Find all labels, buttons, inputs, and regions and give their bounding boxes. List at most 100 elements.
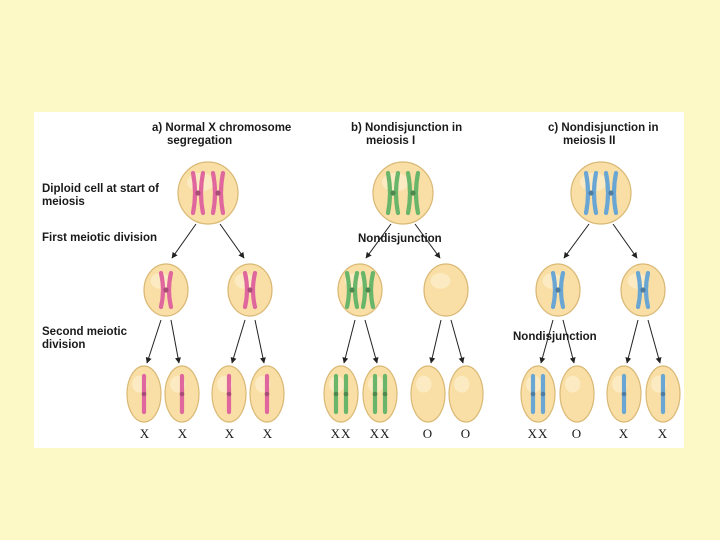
division-arrow xyxy=(414,223,441,259)
diploid-label-line1: Diploid cell at start of xyxy=(42,183,159,195)
panel-b-genotype-2: XX xyxy=(369,426,391,441)
panel-b-nondisjunction-label: Nondisjunction xyxy=(358,233,442,245)
division-arrow xyxy=(365,223,392,259)
chromatid xyxy=(540,373,546,415)
cell-membrane xyxy=(410,365,446,423)
panel-c-genotype-1: XX xyxy=(527,426,549,441)
cell-membrane xyxy=(362,365,398,423)
division-arrow xyxy=(342,319,356,364)
division-arrow xyxy=(450,319,465,364)
chromatid xyxy=(530,373,536,415)
panel-c-genotype-3: X xyxy=(618,426,630,441)
panel-c-gamete-2 xyxy=(559,365,595,423)
panel-c-gamete-3 xyxy=(606,365,642,423)
panel-c-meiosis1-cell-1 xyxy=(535,263,581,317)
panel-c-title-line2: meiosis II xyxy=(563,135,616,147)
division-arrow xyxy=(170,319,181,364)
panel-a-genotype-3: X xyxy=(224,426,236,441)
panel-c-diploid-cell xyxy=(570,161,632,225)
cell-membrane xyxy=(559,365,595,423)
cell-membrane xyxy=(323,365,359,423)
x-chromosome xyxy=(242,270,258,310)
panel-b-genotype-3: O xyxy=(422,426,434,441)
division-arrow xyxy=(625,319,639,364)
chromatid xyxy=(372,373,378,415)
panel-b-gamete-1 xyxy=(323,365,359,423)
panel-c-meiosis1-cell-2 xyxy=(620,263,666,317)
cell-membrane xyxy=(448,365,484,423)
division-arrow xyxy=(539,319,554,364)
chromatid xyxy=(179,373,185,415)
panel-a-diploid-cell xyxy=(177,161,239,225)
panel-a-genotype-1: X xyxy=(139,426,151,441)
division-arrow xyxy=(254,319,266,364)
panel-b-meiosis1-cell-2 xyxy=(423,263,469,317)
x-chromosome xyxy=(405,170,421,216)
panel-a-meiosis1-cell-1 xyxy=(143,263,189,317)
panel-c-gamete-4 xyxy=(645,365,681,423)
division-arrow xyxy=(364,319,379,364)
panel-a-gamete-4 xyxy=(249,365,285,423)
cell-membrane xyxy=(372,161,434,225)
chromatid xyxy=(343,373,349,415)
panel-b-genotype-4: O xyxy=(460,426,472,441)
cell-membrane xyxy=(520,365,556,423)
panel-c-genotype-2: O xyxy=(571,426,583,441)
cell-membrane xyxy=(570,161,632,225)
panel-b-gamete-4 xyxy=(448,365,484,423)
panel-a-genotype-2: X xyxy=(177,426,189,441)
chromatid xyxy=(226,373,232,415)
panel-c-title-line1: c) Nondisjunction in xyxy=(548,122,659,134)
x-chromosome xyxy=(385,170,401,216)
panel-c-genotype-4: X xyxy=(657,426,669,441)
panel-b-genotype-1: XX xyxy=(330,426,352,441)
division-arrow xyxy=(145,319,162,364)
division-arrow xyxy=(647,319,662,364)
x-chromosome xyxy=(344,270,360,310)
second-division-label: Second meiotic division xyxy=(42,326,127,352)
division-arrow xyxy=(612,223,638,259)
panel-c-nondisjunction-label: Nondisjunction xyxy=(513,331,597,343)
division-arrow xyxy=(171,223,197,259)
chromatid xyxy=(264,373,270,415)
cell-highlight xyxy=(565,375,581,393)
chromatid xyxy=(333,373,339,415)
x-chromosome xyxy=(583,170,599,216)
division-arrow xyxy=(230,319,246,364)
panel-b-gamete-2 xyxy=(362,365,398,423)
x-chromosome xyxy=(210,170,226,216)
panel-a-genotype-4: X xyxy=(262,426,274,441)
x-chromosome xyxy=(158,270,174,310)
panel-a-meiosis1-cell-2 xyxy=(227,263,273,317)
x-chromosome xyxy=(360,270,376,310)
chromatid xyxy=(621,373,627,415)
panel-a-gamete-3 xyxy=(211,365,247,423)
x-chromosome xyxy=(603,170,619,216)
diploid-row-label: Diploid cell at start of meiosis xyxy=(42,183,159,209)
panel-b-diploid-cell xyxy=(372,161,434,225)
panel-a-title-line2: segregation xyxy=(167,135,233,147)
cell-highlight xyxy=(416,375,432,393)
panel-a-gamete-1 xyxy=(126,365,162,423)
panel-b-title: b) Nondisjunction in meiosis I xyxy=(351,122,462,148)
cell-membrane xyxy=(337,263,383,317)
panel-c-title: c) Nondisjunction in meiosis II xyxy=(548,122,659,148)
division-arrow xyxy=(219,223,245,259)
panel-a-title-line1: a) Normal X chromosome xyxy=(152,122,292,134)
panel-a-gamete-2 xyxy=(164,365,200,423)
x-chromosome xyxy=(635,270,651,310)
division-arrow xyxy=(563,223,590,259)
first-division-label: First meiotic division xyxy=(42,232,158,244)
division-arrow xyxy=(562,319,576,364)
cell-highlight xyxy=(430,273,451,289)
panel-b-title-line2: meiosis I xyxy=(366,135,416,147)
cell-highlight xyxy=(454,375,470,393)
panel-b-title-line1: b) Nondisjunction in xyxy=(351,122,463,134)
panel-c-gamete-1 xyxy=(520,365,556,423)
second-label-line2: division xyxy=(42,339,86,351)
second-label-line1: Second meiotic xyxy=(42,326,127,338)
cell-membrane xyxy=(423,263,469,317)
division-arrow xyxy=(429,319,442,364)
chromatid xyxy=(382,373,388,415)
